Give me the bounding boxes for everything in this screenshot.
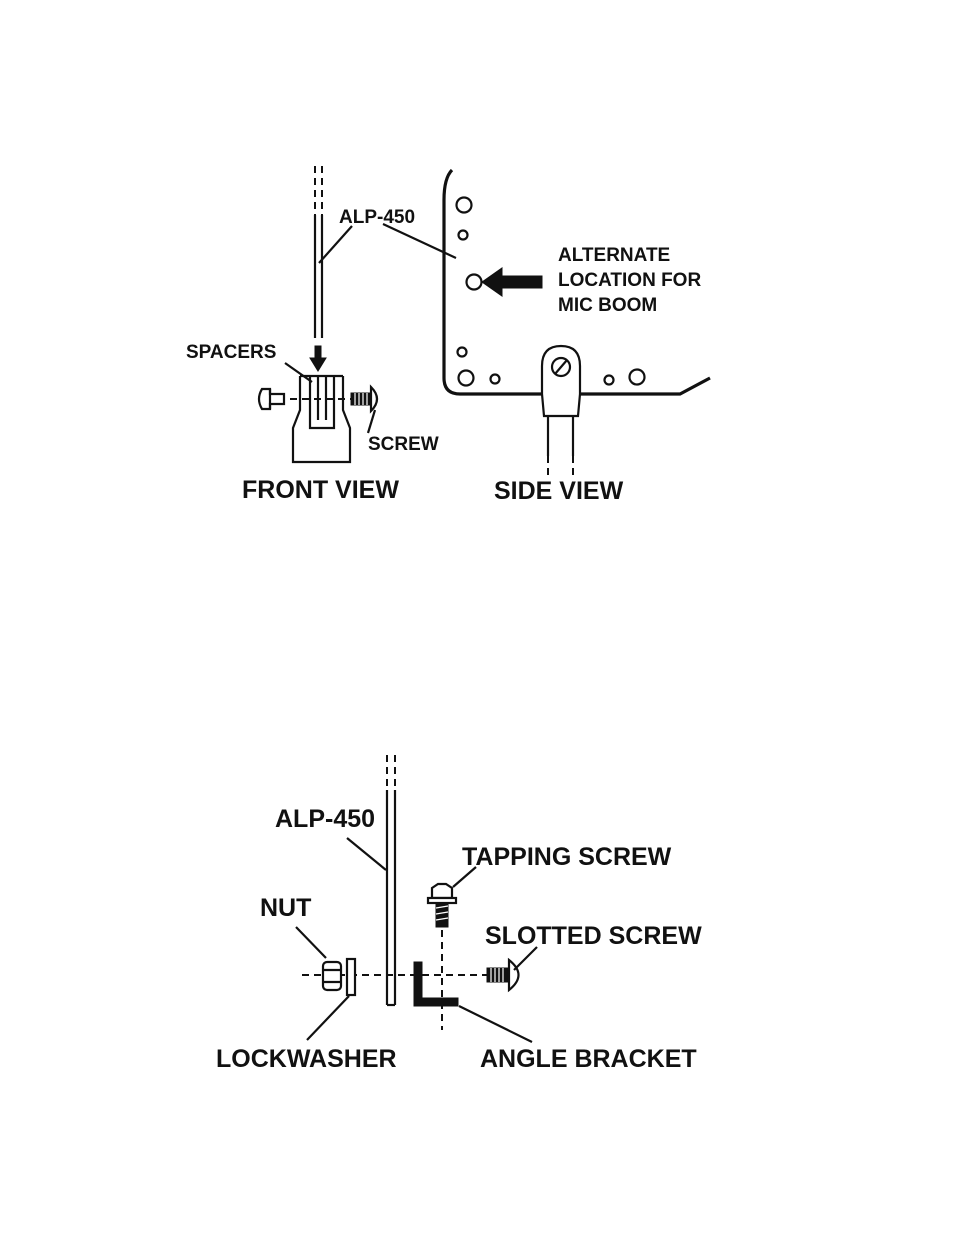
tapping-screw-flange: [428, 898, 456, 903]
alternate-mic-hole: [467, 275, 482, 290]
alp450-leader-front: [319, 226, 352, 263]
slotted-screw-thread: [487, 968, 509, 982]
down-arrow-shaft: [315, 346, 321, 358]
label-front-view: FRONT VIEW: [242, 476, 399, 504]
label-alternate-line3: MIC BOOM: [558, 295, 657, 316]
screw-leader: [368, 410, 375, 433]
panel-hole: [630, 370, 645, 385]
label-nut: NUT: [260, 894, 311, 922]
screw-head: [371, 387, 377, 411]
alp450-leader: [347, 838, 386, 870]
angle-bracket: [414, 962, 458, 1006]
nut-leader: [296, 927, 326, 958]
label-alternate-line2: LOCATION FOR: [558, 270, 701, 291]
lockwasher: [347, 959, 355, 995]
down-arrow-head: [310, 358, 326, 371]
label-alp450-top: ALP-450: [339, 207, 415, 228]
label-angle-bracket: ANGLE BRACKET: [480, 1045, 697, 1073]
panel-hole: [458, 348, 467, 357]
alternate-arrow-head: [482, 268, 502, 296]
label-spacers: SPACERS: [186, 342, 276, 363]
label-side-view: SIDE VIEW: [494, 477, 624, 505]
panel-hole: [459, 371, 474, 386]
label-screw: SCREW: [368, 434, 439, 455]
label-alternate-line1: ALTERNATE: [558, 245, 670, 266]
nut: [323, 962, 341, 990]
screw-threads: [351, 393, 371, 405]
panel-hole: [457, 198, 472, 213]
label-slotted-screw: SLOTTED SCREW: [485, 922, 702, 950]
mount-block: [293, 376, 350, 462]
bracket-assembly-drawing: [296, 755, 537, 1042]
alternate-arrow-shaft: [500, 276, 542, 288]
slotted-screw-head: [509, 960, 519, 990]
panel-hole: [459, 231, 468, 240]
label-alp450-bottom: ALP-450: [275, 805, 375, 833]
spacers-leader: [285, 363, 312, 382]
panel-hole: [491, 375, 500, 384]
panel-hole: [605, 376, 614, 385]
angle-bracket-leader: [459, 1006, 532, 1042]
label-tapping-screw: TAPPING SCREW: [462, 843, 672, 871]
mic-boom-clamp: [542, 346, 580, 416]
label-lockwasher: LOCKWASHER: [216, 1045, 397, 1073]
left-spacer-cap: [259, 389, 284, 409]
slotted-screw-leader: [514, 947, 537, 970]
mount-slot: [310, 376, 334, 428]
lockwasher-leader: [307, 996, 349, 1040]
tapping-screw-head: [432, 884, 452, 898]
